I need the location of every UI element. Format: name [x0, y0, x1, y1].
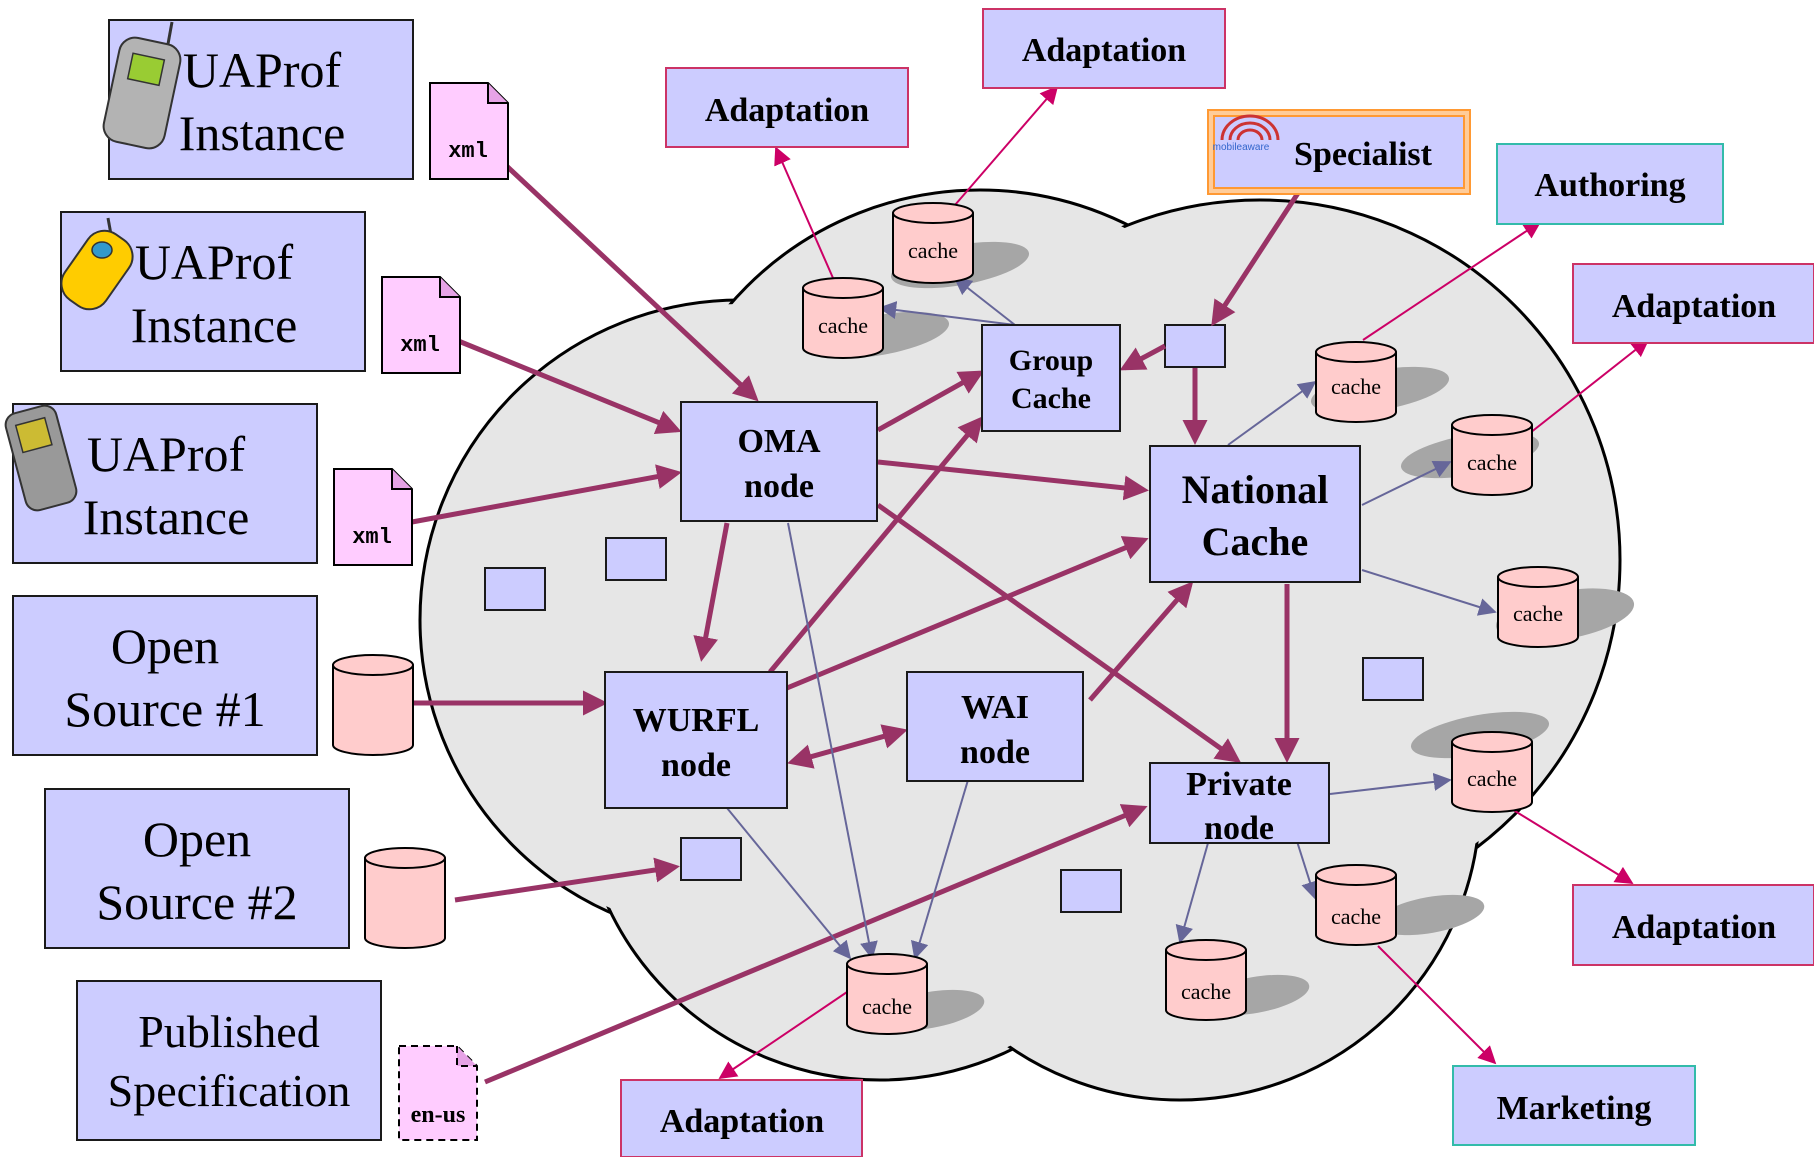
- source-label: Open: [143, 811, 251, 867]
- unnamed-node: [680, 837, 742, 881]
- authoring-box: Authoring: [1496, 143, 1724, 225]
- cache-cylinder: cache: [846, 953, 928, 1035]
- xml-document: xml: [429, 82, 509, 180]
- node-label: Private: [1186, 766, 1292, 803]
- consumer-label: Adaptation: [705, 92, 869, 129]
- consumer-label: Specialist: [1294, 136, 1433, 173]
- node-label: Cache: [1011, 382, 1091, 415]
- unnamed-node: [1362, 657, 1424, 701]
- xml-label: xml: [352, 525, 392, 550]
- node-label: National: [1182, 467, 1329, 512]
- uaprof-label: Instance: [83, 489, 250, 545]
- cache-cylinder: cache: [892, 202, 974, 284]
- source-label: Source #1: [64, 681, 265, 737]
- consumer-arrows: [718, 85, 1650, 1080]
- node-label: node: [744, 468, 814, 505]
- open-source-1: Open Source #1: [12, 595, 318, 756]
- private-node: Private node: [1149, 762, 1330, 847]
- thick-arrows: [410, 156, 1303, 1085]
- node-label: node: [1204, 810, 1274, 847]
- adaptation-box: Adaptation: [1572, 884, 1814, 966]
- group-cache: Group Cache: [981, 324, 1121, 432]
- adaptation-box: Adaptation: [665, 67, 909, 148]
- uaprof-instance-2: UAProf Instance: [60, 211, 366, 372]
- source-label: Specification: [108, 1065, 351, 1116]
- node-label: OMA: [737, 423, 821, 460]
- consumer-label: Adaptation: [1612, 909, 1776, 946]
- en-us-document: en-us: [398, 1045, 478, 1141]
- node-label: Group: [1009, 344, 1093, 377]
- mobile-phone-icon: [102, 21, 182, 150]
- cache-label: cache: [1331, 374, 1381, 399]
- logo-text: mobileaware: [1213, 142, 1270, 153]
- cache-cylinder: cache: [802, 277, 884, 359]
- open-source-2: Open Source #2: [44, 788, 350, 949]
- open-source-database: [364, 847, 446, 949]
- cache-cylinder: cache: [1315, 341, 1397, 423]
- node-label: node: [960, 734, 1030, 771]
- source-label: Open: [111, 618, 219, 674]
- mobileaware-logo-icon: mobileaware: [1213, 114, 1280, 153]
- source-label: Source #2: [96, 874, 297, 930]
- cache-label: cache: [818, 313, 868, 338]
- cache-cylinder: cache: [1497, 566, 1579, 648]
- xml-document: xml: [333, 468, 413, 566]
- cache-label: cache: [1181, 979, 1231, 1004]
- oma-node: OMA node: [680, 401, 878, 522]
- uaprof-label: UAProf: [183, 42, 342, 98]
- node-label: WURFL: [633, 702, 760, 739]
- national-cache: National Cache: [1149, 445, 1361, 583]
- unnamed-nodes: [484, 324, 1424, 913]
- specialist-box: mobileaware Specialist: [1207, 109, 1471, 195]
- consumer-label: Marketing: [1497, 1090, 1652, 1127]
- adaptation-box: Adaptation: [620, 1079, 863, 1157]
- cache-label: cache: [908, 238, 958, 263]
- xml-label: xml: [448, 139, 488, 164]
- en-us-label: en-us: [411, 1102, 466, 1128]
- open-source-database: [332, 654, 414, 756]
- cache-label: cache: [1331, 904, 1381, 929]
- mobile-phone-icon: [4, 404, 78, 512]
- adaptation-box: Adaptation: [1572, 263, 1814, 344]
- uaprof-label: UAProf: [87, 426, 246, 482]
- uaprof-label: Instance: [179, 105, 346, 161]
- uaprof-label: UAProf: [135, 234, 294, 290]
- unnamed-node: [1060, 869, 1122, 913]
- cache-label: cache: [1467, 766, 1517, 791]
- consumer-label: Authoring: [1534, 167, 1685, 204]
- marketing-box: Marketing: [1452, 1065, 1696, 1146]
- cache-label: cache: [862, 994, 912, 1019]
- cache-label: cache: [1513, 601, 1563, 626]
- uaprof-label: Instance: [131, 297, 298, 353]
- cache-cylinder: cache: [1451, 731, 1533, 813]
- unnamed-node: [605, 537, 667, 581]
- xml-document: xml: [381, 276, 461, 374]
- xml-label: xml: [400, 333, 440, 358]
- adaptation-box: Adaptation: [982, 8, 1226, 89]
- cache-cylinder: cache: [1315, 864, 1397, 946]
- unnamed-node: [484, 567, 546, 611]
- published-specification: Published Specification: [76, 980, 382, 1141]
- source-label: Published: [138, 1006, 319, 1057]
- thin-arrows: [726, 276, 1497, 960]
- unnamed-node: [1164, 324, 1226, 368]
- node-label: node: [661, 747, 731, 784]
- consumer-label: Adaptation: [660, 1103, 824, 1140]
- cache-cylinder: cache: [1165, 939, 1247, 1021]
- wurfl-node: WURFL node: [604, 671, 788, 809]
- wai-node: WAI node: [906, 671, 1084, 782]
- consumer-label: Adaptation: [1612, 288, 1776, 325]
- node-label: Cache: [1202, 519, 1309, 564]
- cache-label: cache: [1467, 450, 1517, 475]
- node-label: WAI: [961, 689, 1029, 726]
- consumer-label: Adaptation: [1022, 32, 1186, 69]
- mobile-phone-icon: [60, 217, 134, 311]
- cache-cylinder: cache: [1451, 414, 1533, 496]
